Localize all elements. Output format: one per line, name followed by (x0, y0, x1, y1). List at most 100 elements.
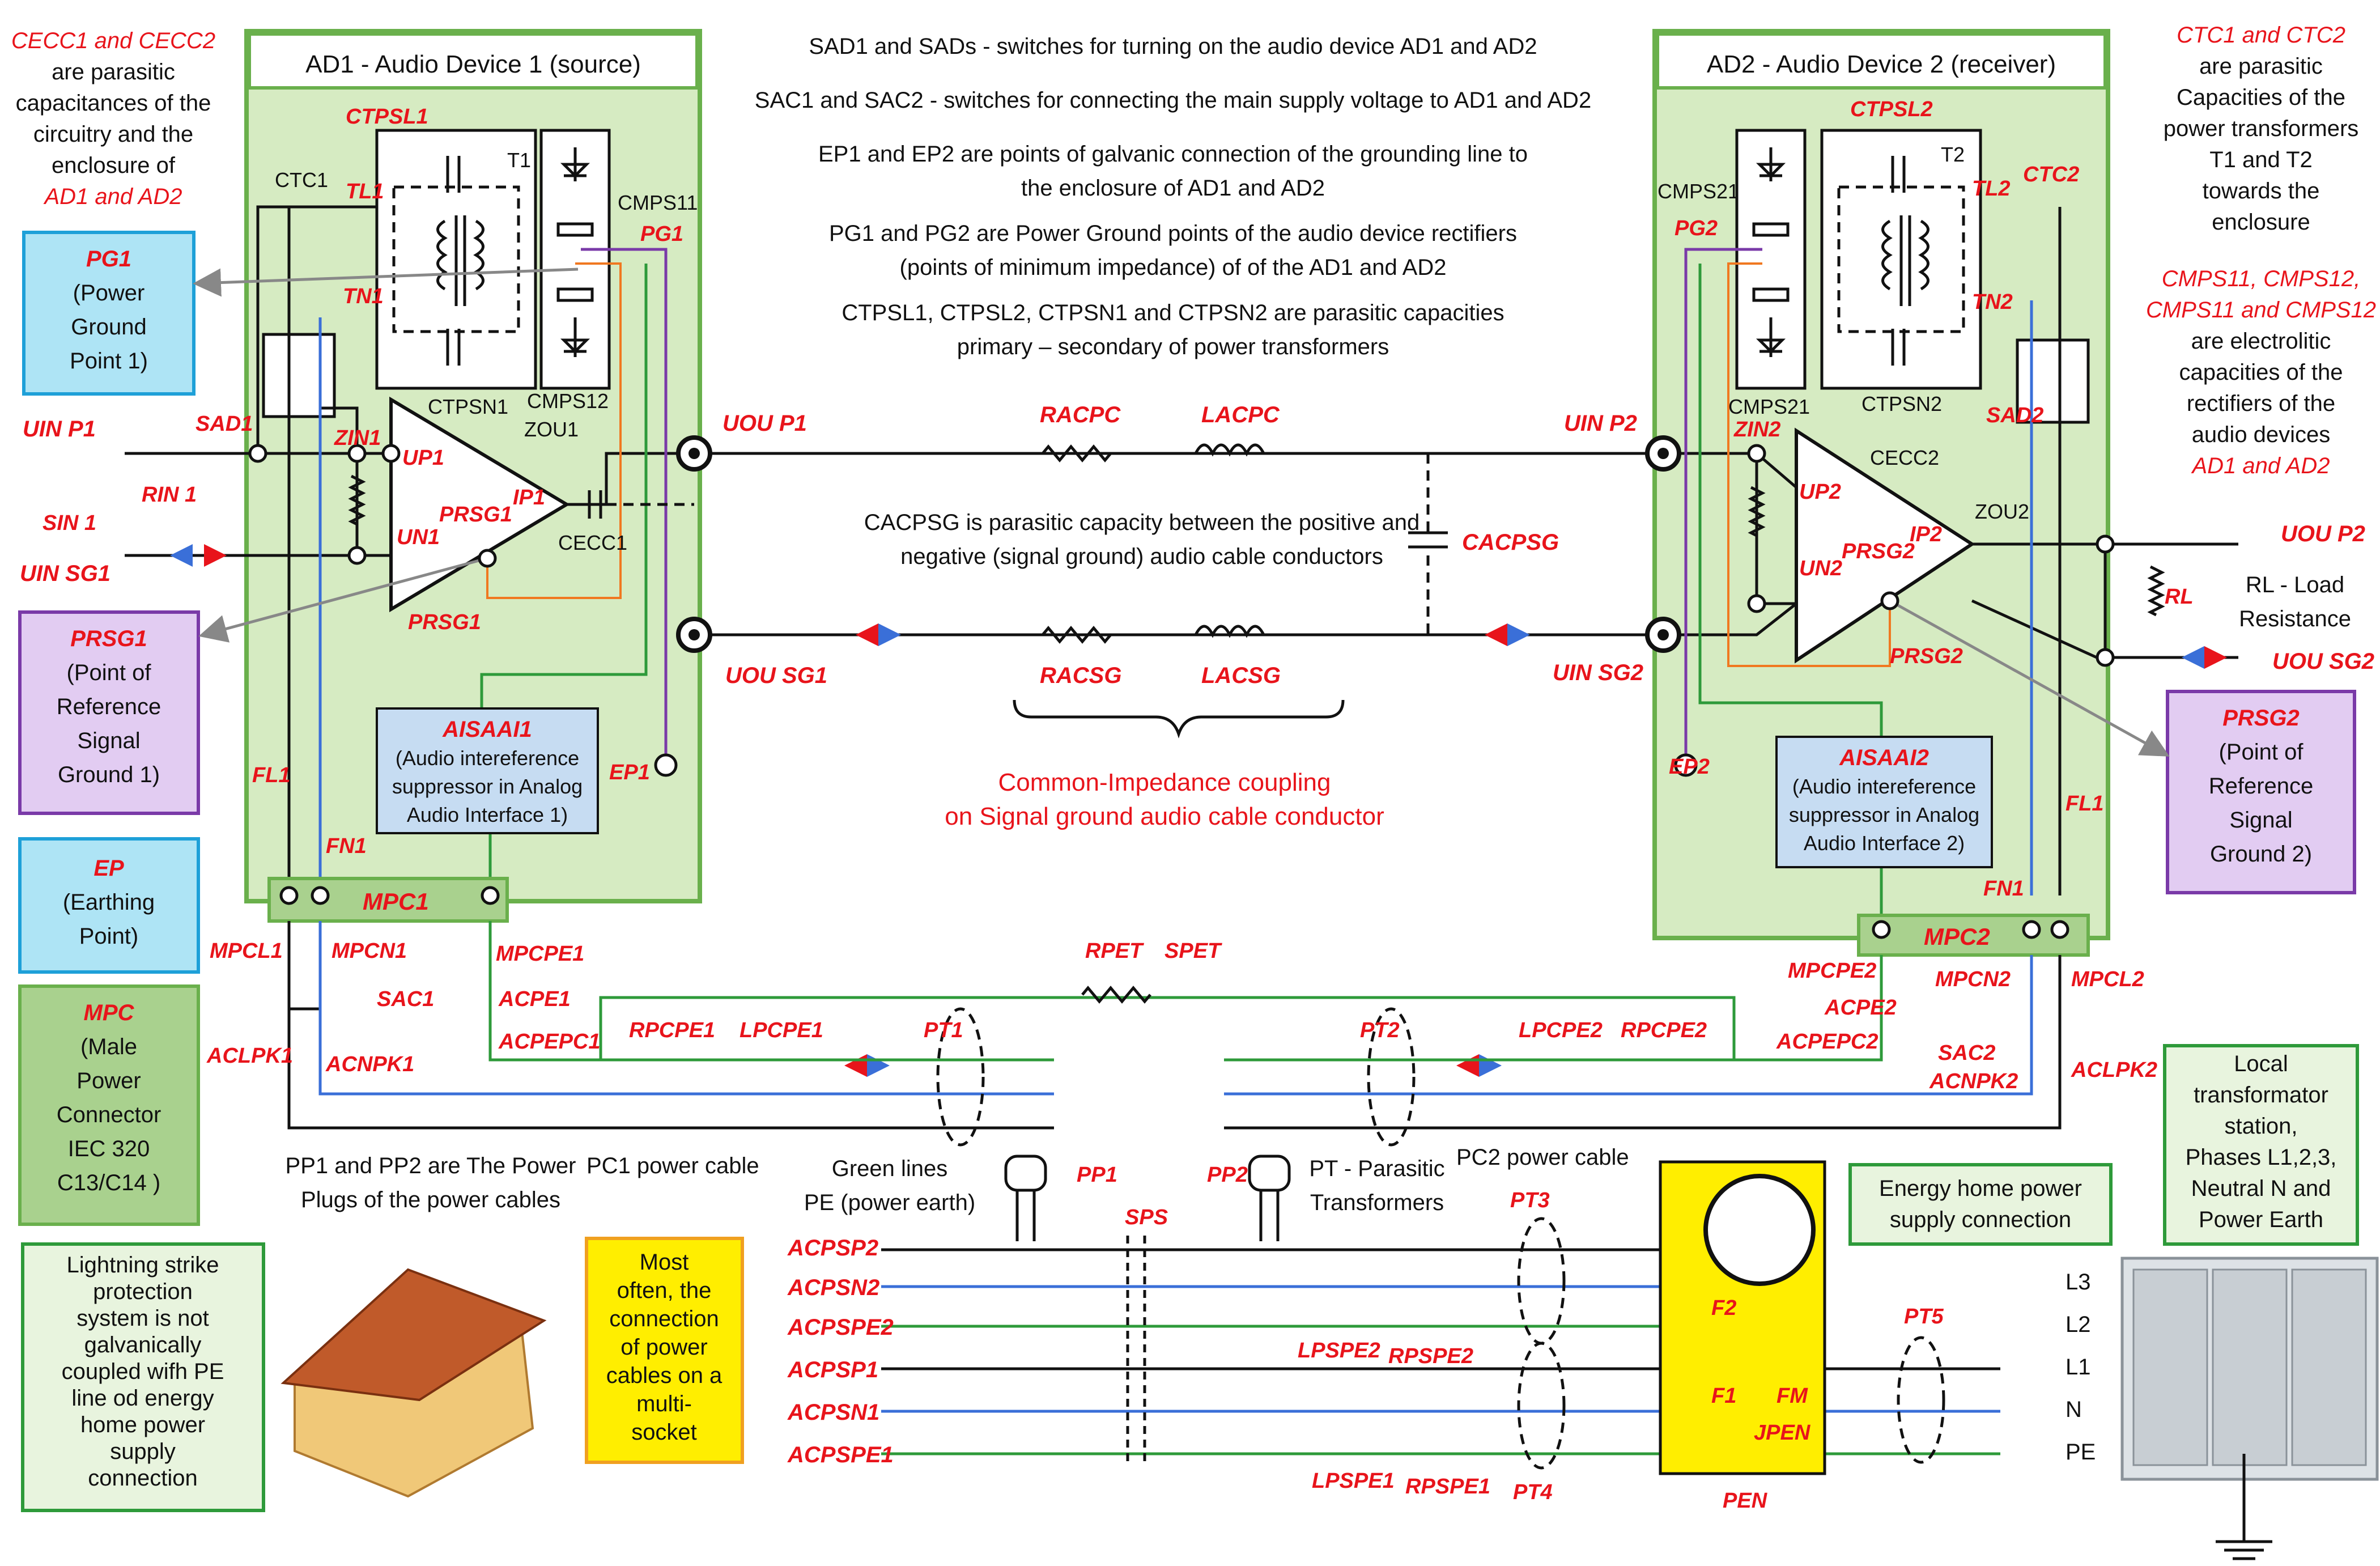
svg-text:CMPS21: CMPS21 (1728, 395, 1810, 418)
svg-text:JPEN: JPEN (1754, 1421, 1811, 1445)
svg-text:PT3: PT3 (1510, 1189, 1550, 1212)
note-green-lines: Green lines PE (power earth) (804, 1156, 975, 1215)
svg-text:PT1: PT1 (924, 1018, 963, 1042)
svg-text:AISAAI2: AISAAI2 (1839, 745, 1929, 770)
svg-text:FL1: FL1 (252, 763, 291, 787)
svg-text:AD1 and AD2: AD1 and AD2 (2191, 453, 2330, 478)
svg-text:RPSPE2: RPSPE2 (1388, 1344, 1473, 1368)
svg-text:SAD2: SAD2 (1986, 404, 2043, 427)
svg-text:UIN SG2: UIN SG2 (1553, 660, 1643, 685)
svg-text:audio devices: audio devices (2192, 422, 2331, 447)
svg-text:protection: protection (93, 1279, 193, 1304)
svg-text:(Audio intereference: (Audio intereference (1792, 775, 1976, 798)
svg-text:ACPE2: ACPE2 (1824, 996, 1897, 1020)
svg-text:are parasitic: are parasitic (52, 60, 175, 84)
svg-text:Reference: Reference (2209, 774, 2314, 799)
svg-text:CMPS11: CMPS11 (618, 191, 698, 214)
svg-text:EP2: EP2 (1669, 755, 1710, 779)
svg-text:RIN 1: RIN 1 (142, 483, 197, 507)
svg-text:enclosure: enclosure (2212, 210, 2310, 235)
legend-prsg1-text: PRSG1 (Point of Reference Signal Ground … (57, 626, 162, 787)
svg-text:connection: connection (609, 1306, 719, 1331)
svg-text:TL2: TL2 (1972, 177, 2011, 201)
svg-text:ACPE1: ACPE1 (498, 987, 571, 1011)
svg-text:line od energy: line od energy (71, 1386, 214, 1411)
svg-text:Audio Interface 2): Audio Interface 2) (1804, 831, 1965, 855)
mpc1-bar (267, 877, 509, 923)
svg-text:Energy home power: Energy home power (1879, 1176, 2082, 1201)
svg-text:RACSG: RACSG (1040, 663, 1121, 688)
svg-text:UN2: UN2 (1799, 557, 1842, 580)
svg-text:primary – secondary of power t: primary – secondary of power transformer… (957, 334, 1389, 359)
parasitic-transformers (936, 1007, 1945, 1470)
svg-text:TN2: TN2 (1972, 290, 2013, 314)
svg-text:SAC2: SAC2 (1938, 1041, 1995, 1065)
svg-text:(Power: (Power (73, 281, 145, 305)
svg-text:Lightning strike: Lightning strike (66, 1253, 219, 1278)
legend-multisocket-text: Most often, the connection of power cabl… (606, 1250, 722, 1445)
svg-text:Phases L1,2,3,: Phases L1,2,3, (2186, 1145, 2337, 1170)
svg-text:capacities of the: capacities of the (2179, 360, 2343, 385)
legend-lightning-box (21, 1242, 265, 1512)
switch-sad2-box (2016, 338, 2090, 424)
svg-text:ZIN1: ZIN1 (334, 426, 381, 450)
device2-wiring (1663, 207, 2238, 935)
svg-text:ACLPK2: ACLPK2 (2071, 1058, 2157, 1082)
legend-mpc-box (18, 984, 200, 1226)
audio-cable (708, 443, 1649, 739)
transformer-windings (392, 156, 1965, 366)
svg-text:PG1: PG1 (640, 222, 683, 246)
svg-text:PRSG1: PRSG1 (70, 626, 147, 651)
svg-text:CACPSG: CACPSG (1462, 530, 1559, 555)
svg-text:(Point of: (Point of (67, 660, 152, 685)
svg-text:LACPC: LACPC (1201, 402, 1280, 427)
note-cmps: CMPS11, CMPS12, CMPS11 and CMPS12 are el… (2146, 266, 2376, 478)
svg-text:MPCL2: MPCL2 (2071, 967, 2144, 991)
svg-text:on Signal ground audio cable c: on Signal ground audio cable conductor (945, 803, 1384, 830)
svg-text:FN1: FN1 (326, 834, 367, 858)
svg-text:PT2: PT2 (1360, 1018, 1400, 1042)
svg-text:Power: Power (76, 1068, 141, 1093)
svg-text:CECC1: CECC1 (558, 531, 627, 554)
svg-text:socket: socket (631, 1420, 697, 1445)
svg-text:supply: supply (110, 1439, 176, 1464)
svg-text:RACPC: RACPC (1040, 402, 1121, 427)
svg-text:PG2: PG2 (1674, 217, 1718, 240)
svg-text:EP1 and EP2 are points of galv: EP1 and EP2 are points of galvanic conne… (818, 142, 1528, 167)
svg-text:Green lines: Green lines (832, 1156, 948, 1181)
svg-text:enclosure of: enclosure of (52, 153, 176, 178)
nodes (248, 444, 2115, 939)
svg-text:Resistance: Resistance (2239, 606, 2351, 631)
svg-text:CACPSG is parasitic capacity b: CACPSG is parasitic capacity between the… (864, 510, 1420, 535)
device2-title: AD2 - Audio Device 2 (receiver) (1707, 50, 2056, 78)
svg-text:SAD1 and SADs - switches for t: SAD1 and SADs - switches for turning on … (809, 34, 1537, 59)
svg-text:PT - Parasitic: PT - Parasitic (1309, 1156, 1444, 1181)
svg-text:RL - Load: RL - Load (2246, 572, 2344, 597)
svg-text:PRSG1: PRSG1 (408, 610, 481, 634)
legend-prsg2-text: PRSG2 (Point of Reference Signal Ground … (2209, 706, 2314, 867)
svg-text:LPSPE2: LPSPE2 (1298, 1339, 1380, 1363)
svg-text:L2: L2 (2066, 1312, 2091, 1337)
legend-ep-text: EP (Earthing Point) (63, 856, 155, 949)
svg-text:SAC1 and SAC2 - switches for c: SAC1 and SAC2 - switches for connecting … (755, 88, 1591, 113)
svg-text:LPCPE1: LPCPE1 (740, 1018, 823, 1042)
svg-text:SPS: SPS (1125, 1206, 1168, 1229)
note-pc2: PC2 power cable (1456, 1145, 1629, 1170)
svg-text:UN1: UN1 (397, 525, 440, 549)
aisaai2-box (1775, 736, 1993, 868)
svg-text:PRSG2: PRSG2 (1842, 540, 1915, 563)
svg-text:Point): Point) (79, 924, 139, 949)
svg-text:ZOU1: ZOU1 (524, 418, 579, 441)
svg-text:Power Earth: Power Earth (2199, 1207, 2323, 1232)
svg-text:ACPSN1: ACPSN1 (787, 1400, 879, 1425)
svg-text:CTPSN2: CTPSN2 (1862, 392, 1942, 415)
svg-text:Connector: Connector (57, 1102, 162, 1127)
note-parasitic-transformers: PT - Parasitic Transformers (1309, 1156, 1444, 1215)
legend-prsg1-box (18, 610, 200, 815)
svg-text:are parasitic: are parasitic (2199, 54, 2323, 79)
svg-text:EP: EP (94, 856, 124, 881)
svg-text:FN1: FN1 (1983, 877, 2024, 901)
svg-text:circuitry and the: circuitry and the (33, 122, 193, 147)
svg-text:ACPSN2: ACPSN2 (787, 1275, 879, 1300)
svg-text:towards the: towards the (2203, 179, 2320, 203)
